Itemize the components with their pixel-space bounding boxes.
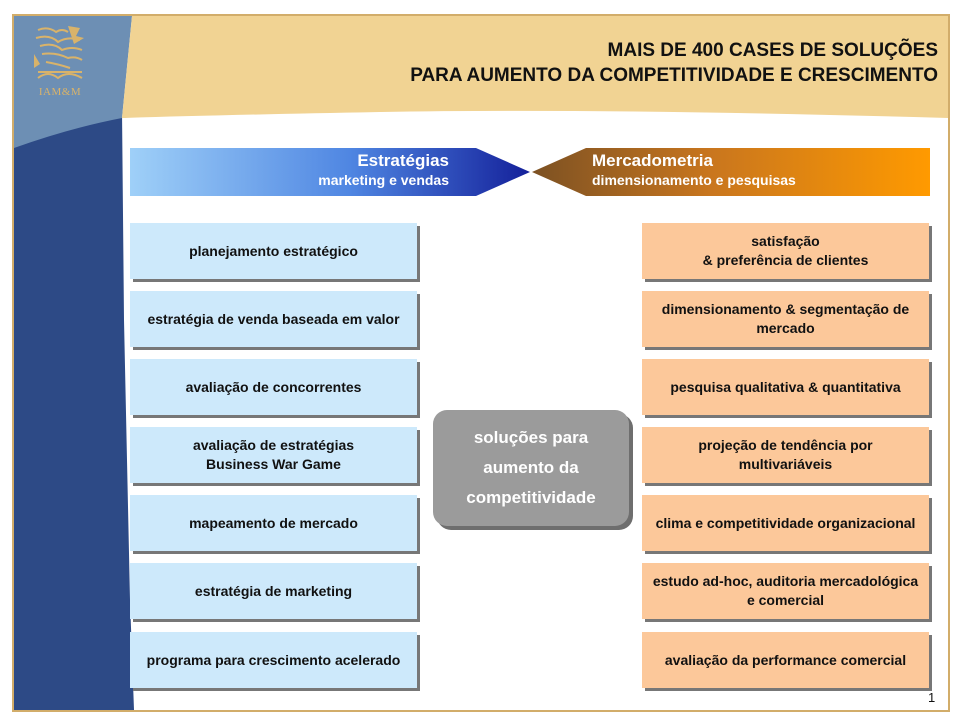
banner-mercadometria-title: Mercadometria [592,151,713,170]
right-item-1: satisfação& preferência de clientes [642,223,929,279]
banner-mercadometria: Mercadometria dimensionamento e pesquisa… [592,151,796,189]
left-banner-shape [130,148,530,196]
banner-estrategias-title: Estratégias [357,151,449,170]
right-item-2: dimensionamento & segmentação de mercado [642,291,929,347]
sidebar-light-shape [14,16,132,148]
logo-text: IAM&M [38,86,82,98]
banner-estrategias: Estratégias marketing e vendas [318,151,449,189]
left-item-5: mapeamento de mercado [130,495,417,551]
left-item-7: programa para crescimento acelerado [130,632,417,688]
banner-estrategias-subtitle: marketing e vendas [318,172,449,188]
center-line-2: aumento da [483,458,579,477]
lion-crest-icon [34,26,84,80]
right-banner-shape [532,148,930,196]
banner-mercadometria-subtitle: dimensionamento e pesquisas [592,172,796,188]
header-swoosh-shape [122,16,948,118]
center-line-3: competitividade [466,488,596,507]
left-item-1: planejamento estratégico [130,223,417,279]
left-item-2: estratégia de venda baseada em valor [130,291,417,347]
right-item-3: pesquisa qualitativa & quantitativa [642,359,929,415]
page-title: MAIS DE 400 CASES DE SOLUÇÕES PARA AUMEN… [410,38,938,88]
left-item-3: avaliação de concorrentes [130,359,417,415]
right-item-6: estudo ad-hoc, auditoria mercadológica e… [642,563,929,619]
right-item-5: clima e competitividade organizacional [642,495,929,551]
center-solutions-box: soluções para aumento da competitividade [433,410,629,526]
right-item-4: projeção de tendência por multivariáveis [642,427,929,483]
sidebar-blue-shape [14,16,134,710]
center-line-1: soluções para [473,428,589,447]
left-item-6: estratégia de marketing [130,563,417,619]
title-line-2: PARA AUMENTO DA COMPETITIVIDADE E CRESCI… [410,65,938,86]
right-item-7: avaliação da performance comercial [642,632,929,688]
page-number: 1 [928,690,936,705]
title-line-1: MAIS DE 400 CASES DE SOLUÇÕES [607,40,938,61]
